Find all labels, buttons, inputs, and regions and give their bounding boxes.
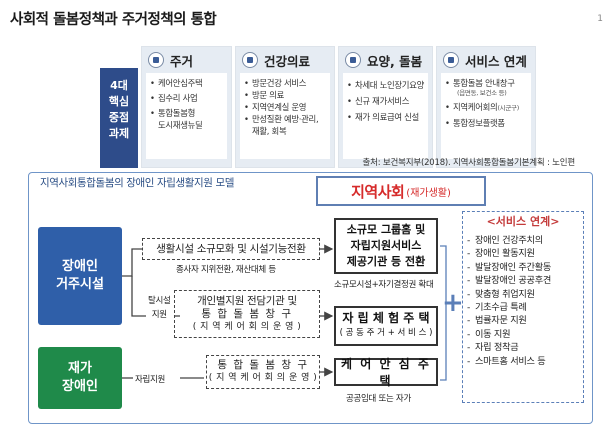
service-item: 스마트홈 서비스 등 bbox=[467, 355, 551, 369]
staff-transition-note: 종사자 지위전환, 재산대체 등 bbox=[176, 265, 276, 275]
care-icon bbox=[345, 52, 361, 68]
page-title: 사회적 돌봄정책과 주거정책의 통합 bbox=[10, 12, 217, 28]
service-item: 장애인 활동지원 bbox=[467, 247, 551, 261]
service-item: 법률자문 지원 bbox=[467, 314, 551, 328]
service-item: 자립 정착금 bbox=[467, 341, 551, 355]
core-tasks-label: 4대 핵심 중점 과제 bbox=[100, 68, 138, 168]
service-item: 이동 지원 bbox=[467, 328, 551, 342]
individual-support-box: 개인별지원 전담기관 및 통 합 돌 봄 창 구 ( 지 역 케 어 회 의 운… bbox=[174, 290, 320, 338]
health-icon bbox=[242, 52, 258, 68]
community-title: 지역사회(재가생활) bbox=[316, 176, 486, 206]
plus-icon: + bbox=[442, 288, 464, 318]
category-health: 건강의료 방문건강 서비스 방문 의료 지역연계실 운영 만성질환 예방·관리,… bbox=[235, 46, 335, 168]
independence-support-note: 자립지원 bbox=[135, 375, 166, 385]
integrated-care-window-box: 통 합 돌 봄 창 구 ( 지 역 케 어 회 의 운 영 ) bbox=[206, 355, 320, 389]
service-link-title: <서비스 연계> bbox=[486, 215, 560, 228]
small-facility-note: 소규모시설+자기결정권 확대 bbox=[334, 280, 434, 290]
category-care: 요양, 돌봄 차세대 노인장기요양 신규 재가서비스 재가 의료급여 신설 bbox=[338, 46, 433, 168]
page-number: 1 bbox=[597, 14, 603, 24]
service-link-box: 장애인 건강주치의 장애인 활동지원 발달장애인 주간활동 발달장애인 공공후견… bbox=[462, 211, 584, 403]
category-housing: 주거 케어안심주택 집수리 사업 통합돌봄형 도시재생뉴딜 bbox=[141, 46, 232, 168]
link-icon bbox=[443, 52, 459, 68]
service-item: 발달장애인 공공후견 bbox=[467, 274, 551, 288]
category-service-link: 서비스 연계 통합돌봄 안내창구 (읍면동, 보건소 등) 지역케어회의(시군구… bbox=[436, 46, 536, 168]
service-item: 발달장애인 주간활동 bbox=[467, 261, 551, 275]
care-safe-housing-box: 케 어 안 심 주 택 bbox=[334, 357, 438, 388]
group-home-box: 소규모 그룹홈 및 자립지원서비스 제공기관 등 전환 bbox=[334, 218, 438, 274]
public-rental-note: 공공임대 또는 자가 bbox=[346, 394, 411, 404]
house-icon bbox=[148, 52, 164, 68]
service-item: 맞춤형 취업지원 bbox=[467, 288, 551, 302]
service-item: 장애인 건강주치의 bbox=[467, 234, 551, 248]
facility-conversion-box: 생활시설 소규모화 및 시설기능전환 bbox=[142, 238, 320, 260]
service-item: 기초수급 특례 bbox=[467, 301, 551, 315]
experience-housing-box: 자 립 체 험 주 택 ( 공 동 주 거 + 서 비 스 ) bbox=[334, 306, 438, 346]
source-citation: 출처: 보건복지부(2018). 지역사회통합돌봄기본계획 : 노인편 bbox=[362, 158, 575, 168]
model-title: 지역사회통합돌봄의 장애인 자립생활지원 모델 bbox=[40, 177, 235, 189]
